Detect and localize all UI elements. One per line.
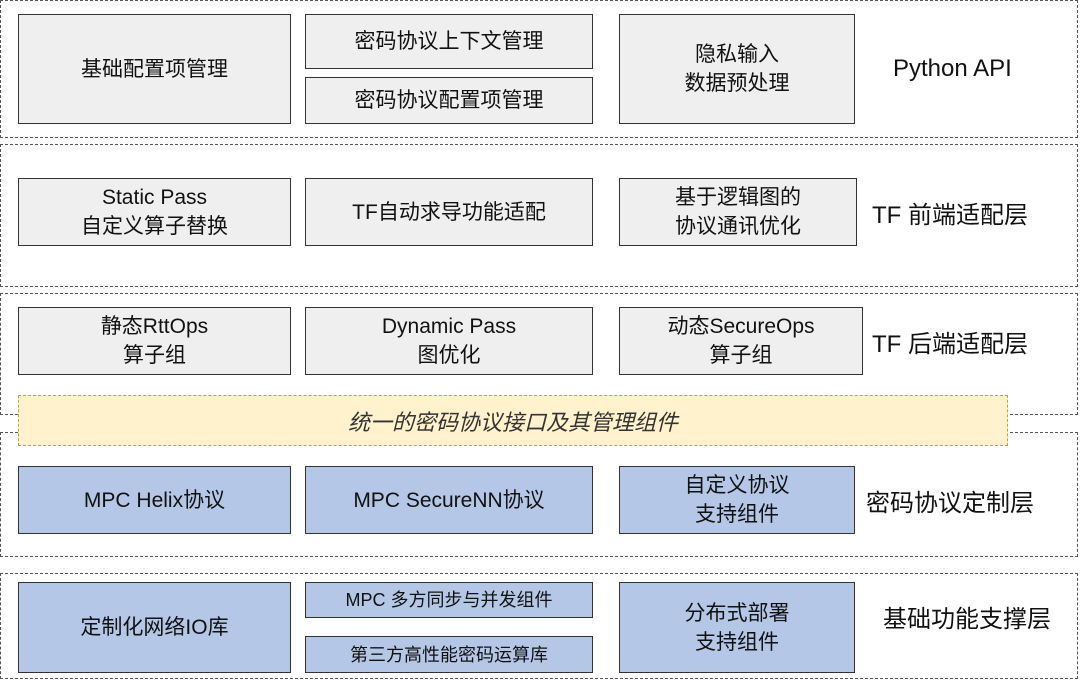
box-static-pass: Static Pass 自定义算子替换 (18, 178, 291, 246)
box-context-mgmt: 密码协议上下文管理 (305, 14, 593, 69)
box-network-io: 定制化网络IO库 (18, 582, 291, 673)
layer-python-api (0, 0, 1078, 138)
layer-label-tf-frontend: TF 前端适配层 (872, 201, 1028, 229)
box-crypto-lib: 第三方高性能密码运算库 (305, 636, 593, 673)
box-distributed: 分布式部署 支持组件 (619, 582, 855, 673)
box-protocol-config: 密码协议配置项管理 (305, 77, 593, 124)
unified-interface-bar: 统一的密码协议接口及其管理组件 (18, 395, 1008, 446)
box-secure-ops: 动态SecureOps 算子组 (619, 307, 863, 375)
box-autodiff: TF自动求导功能适配 (305, 178, 593, 246)
layer-label-protocol-custom: 密码协议定制层 (866, 489, 1034, 517)
box-custom-protocol: 自定义协议 支持组件 (619, 466, 855, 534)
layer-label-tf-backend: TF 后端适配层 (872, 330, 1028, 358)
layer-tf-frontend (0, 144, 1078, 287)
layer-label-python-api: Python API (893, 55, 1012, 82)
box-logic-graph: 基于逻辑图的 协议通讯优化 (619, 178, 857, 246)
box-mpc-sync: MPC 多方同步与并发组件 (305, 582, 593, 618)
box-basic-config: 基础配置项管理 (18, 14, 291, 124)
box-helix: MPC Helix协议 (18, 466, 291, 534)
box-dynamic-pass: Dynamic Pass 图优化 (305, 307, 593, 375)
layer-foundation (0, 573, 1078, 679)
layer-label-foundation: 基础功能支撑层 (883, 605, 1051, 633)
box-securenn: MPC SecureNN协议 (305, 466, 593, 534)
box-privacy-input: 隐私输入 数据预处理 (619, 14, 855, 124)
box-static-ops: 静态RttOps 算子组 (18, 307, 291, 375)
